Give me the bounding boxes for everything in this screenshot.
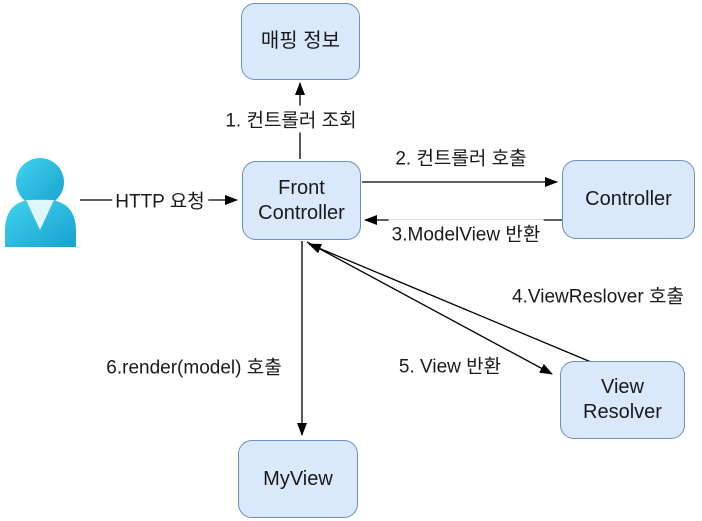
view-return-arrow [308, 243, 592, 363]
person-icon [5, 158, 76, 247]
node-view-resolver-label: View Resolver [583, 376, 662, 423]
edge-label-controller-call: 2. 컨트롤러 호출 [392, 143, 530, 171]
viewresolver-call-arrow [306, 241, 553, 375]
edge-label-controller-lookup: 1. 컨트롤러 조회 [222, 105, 360, 133]
node-mapping-info-label: 매핑 정보 [260, 30, 341, 52]
node-view-resolver: View Resolver [560, 361, 685, 439]
node-controller-label: Controller [585, 188, 672, 210]
edge-label-modelview-return: 3.ModelView 반환 [388, 219, 544, 247]
edge-label-http-request: HTTP 요청 [112, 186, 208, 214]
node-my-view-label: MyView [263, 467, 333, 490]
node-front-controller: Front Controller [242, 161, 361, 240]
node-controller: Controller [562, 160, 695, 239]
node-front-controller-label: Front Controller [258, 176, 345, 224]
edge-label-render-call: 6.render(model) 호출 [103, 352, 285, 380]
edge-label-view-return: 5. View 반환 [395, 351, 505, 379]
node-my-view: MyView [238, 440, 358, 518]
edge-label-viewresolver-call: 4.ViewReslover 호출 [509, 281, 687, 309]
node-mapping-info: 매핑 정보 [241, 3, 360, 80]
